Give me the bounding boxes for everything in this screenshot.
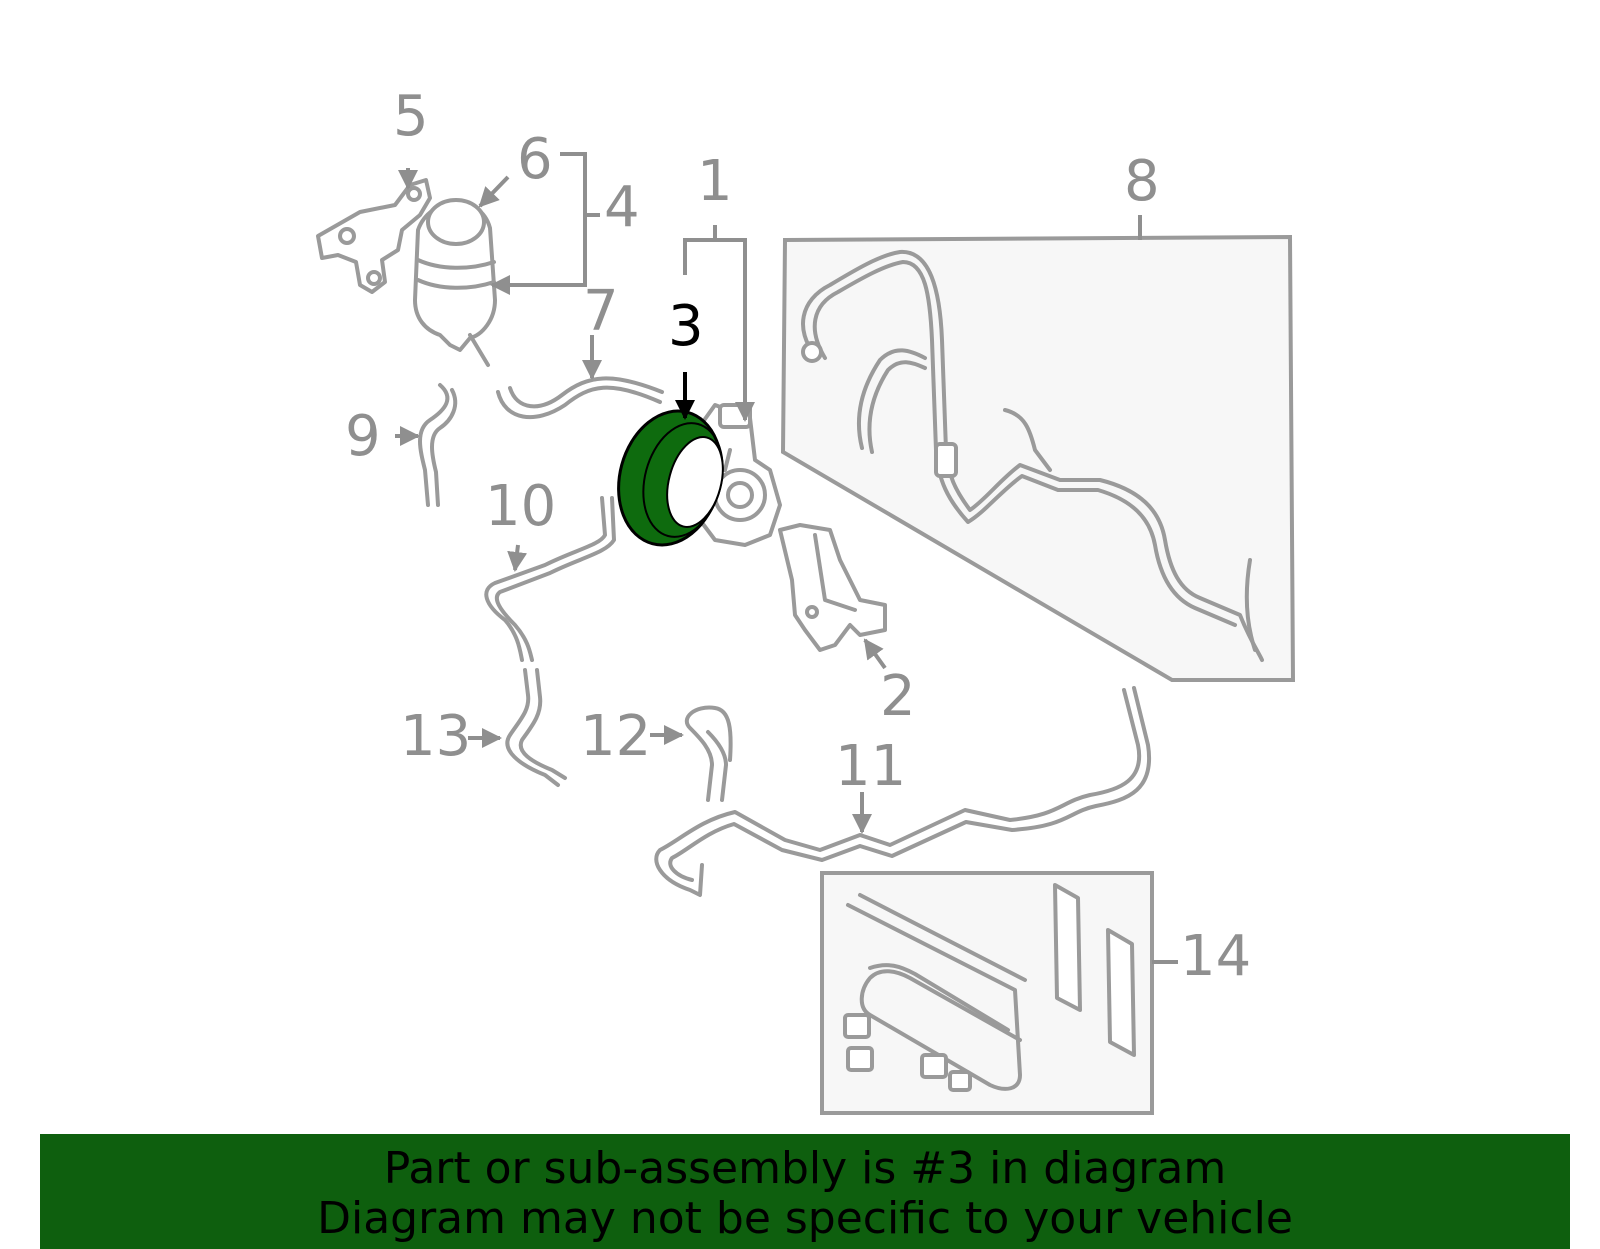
part-3-pulley xyxy=(617,409,724,547)
callout-5: 5 xyxy=(393,84,429,149)
callout-12: 12 xyxy=(580,704,651,769)
callout-11: 11 xyxy=(835,734,906,799)
callout-14: 14 xyxy=(1180,924,1251,989)
callout-6: 6 xyxy=(517,127,553,192)
banner-line-1: Part or sub-assembly is #3 in diagram xyxy=(383,1143,1227,1194)
callout-7: 7 xyxy=(583,279,619,344)
banner-line-2: Diagram may not be specific to your vehi… xyxy=(317,1193,1293,1244)
callout-13: 13 xyxy=(400,704,471,769)
part-2-bracket xyxy=(778,523,887,652)
part-9-hose xyxy=(418,383,450,507)
callout-2: 2 xyxy=(880,664,916,729)
callout-1: 1 xyxy=(697,149,733,214)
part-8-hose-assembly xyxy=(780,234,1296,682)
part-5-bracket xyxy=(316,178,432,294)
info-banner: Part or sub-assembly is #3 in diagram Di… xyxy=(40,1134,1570,1249)
callout-8: 8 xyxy=(1124,149,1160,214)
part-14-seal-kit xyxy=(820,871,1154,1115)
part-6-reservoir xyxy=(413,198,497,367)
part-10-hose xyxy=(484,496,607,662)
callout-10: 10 xyxy=(485,474,556,539)
leader-lines xyxy=(395,152,1178,964)
part-13-hose xyxy=(505,668,560,787)
callout-9: 9 xyxy=(345,404,381,469)
callout-3: 3 xyxy=(668,294,704,359)
part-12-hose xyxy=(684,705,733,802)
callout-4: 4 xyxy=(604,175,640,240)
part-11-hose xyxy=(654,688,1142,897)
part-7-hose xyxy=(496,385,662,420)
